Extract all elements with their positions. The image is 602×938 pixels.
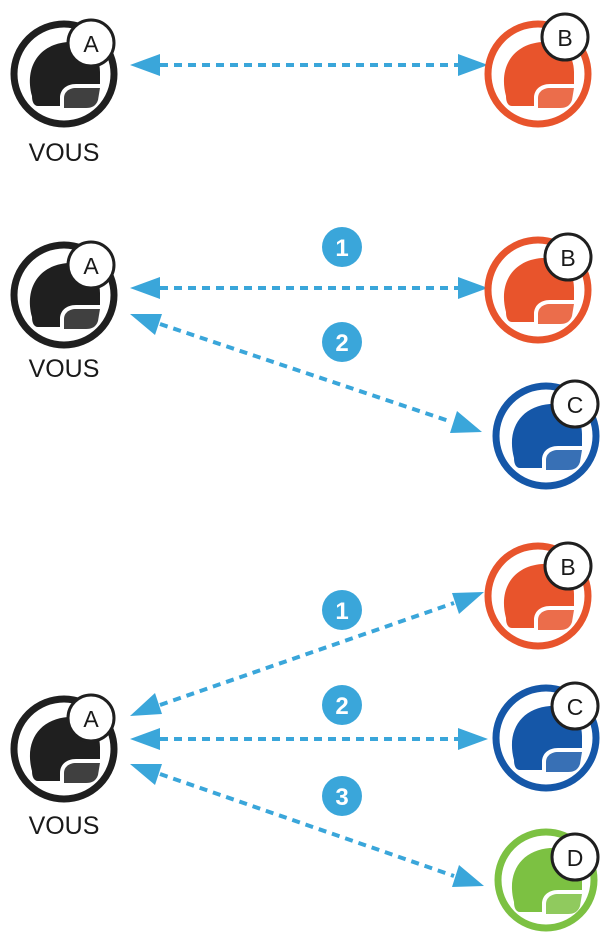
arrowhead-right-icon — [458, 277, 488, 299]
node-letter: D — [567, 845, 584, 871]
node-letter: B — [557, 25, 572, 51]
node-letter: B — [560, 245, 575, 271]
arrowhead-left-icon — [130, 314, 162, 335]
link-arrow-a-c — [159, 322, 453, 424]
step-number: 2 — [335, 330, 348, 357]
node-b: B — [484, 232, 593, 344]
node-you: A VOUS — [10, 18, 118, 167]
arrowhead-left-icon — [130, 728, 160, 750]
step-number: 1 — [335, 235, 348, 262]
node-letter: B — [560, 554, 575, 580]
node-letter: C — [567, 392, 584, 418]
node-c: C — [492, 379, 600, 490]
arrowhead-right-icon — [458, 728, 488, 750]
node-letter: A — [83, 253, 99, 279]
step-number-badge — [322, 322, 362, 362]
you-label: VOUS — [29, 812, 100, 840]
step-number: 1 — [335, 598, 348, 625]
scene-1: A VOUS B — [10, 12, 592, 167]
arrowhead-right-icon — [458, 54, 488, 76]
node-you: A VOUS — [10, 693, 118, 840]
link-arrow-a-b — [159, 601, 455, 707]
scene-3: 1 2 3 A VOUS B C — [10, 541, 600, 932]
step-number-badge — [322, 776, 362, 816]
you-label: VOUS — [29, 139, 100, 167]
arrowhead-left-icon — [130, 693, 162, 716]
step-number: 3 — [335, 784, 348, 811]
node-letter: C — [567, 694, 584, 720]
scene-2: 1 2 A VOUS B C — [10, 227, 600, 490]
step-number-badge — [322, 227, 362, 267]
arrowhead-right-icon — [452, 592, 484, 614]
node-c: C — [492, 681, 600, 792]
node-d: D — [494, 828, 600, 932]
arrowhead-left-icon — [130, 764, 162, 785]
you-label: VOUS — [29, 355, 100, 383]
step-number-badge — [322, 590, 362, 630]
step-number-badge — [322, 685, 362, 725]
arrowhead-left-icon — [130, 54, 160, 76]
node-letter: A — [83, 706, 99, 732]
node-letter: A — [83, 31, 99, 57]
step-number: 2 — [335, 693, 348, 720]
link-arrow-a-d — [159, 772, 455, 878]
node-you: A VOUS — [10, 240, 118, 383]
arrowhead-left-icon — [130, 277, 160, 299]
node-b: B — [484, 541, 593, 650]
node-b: B — [484, 12, 592, 128]
arrowhead-right-icon — [450, 411, 482, 433]
arrowhead-right-icon — [452, 865, 484, 887]
